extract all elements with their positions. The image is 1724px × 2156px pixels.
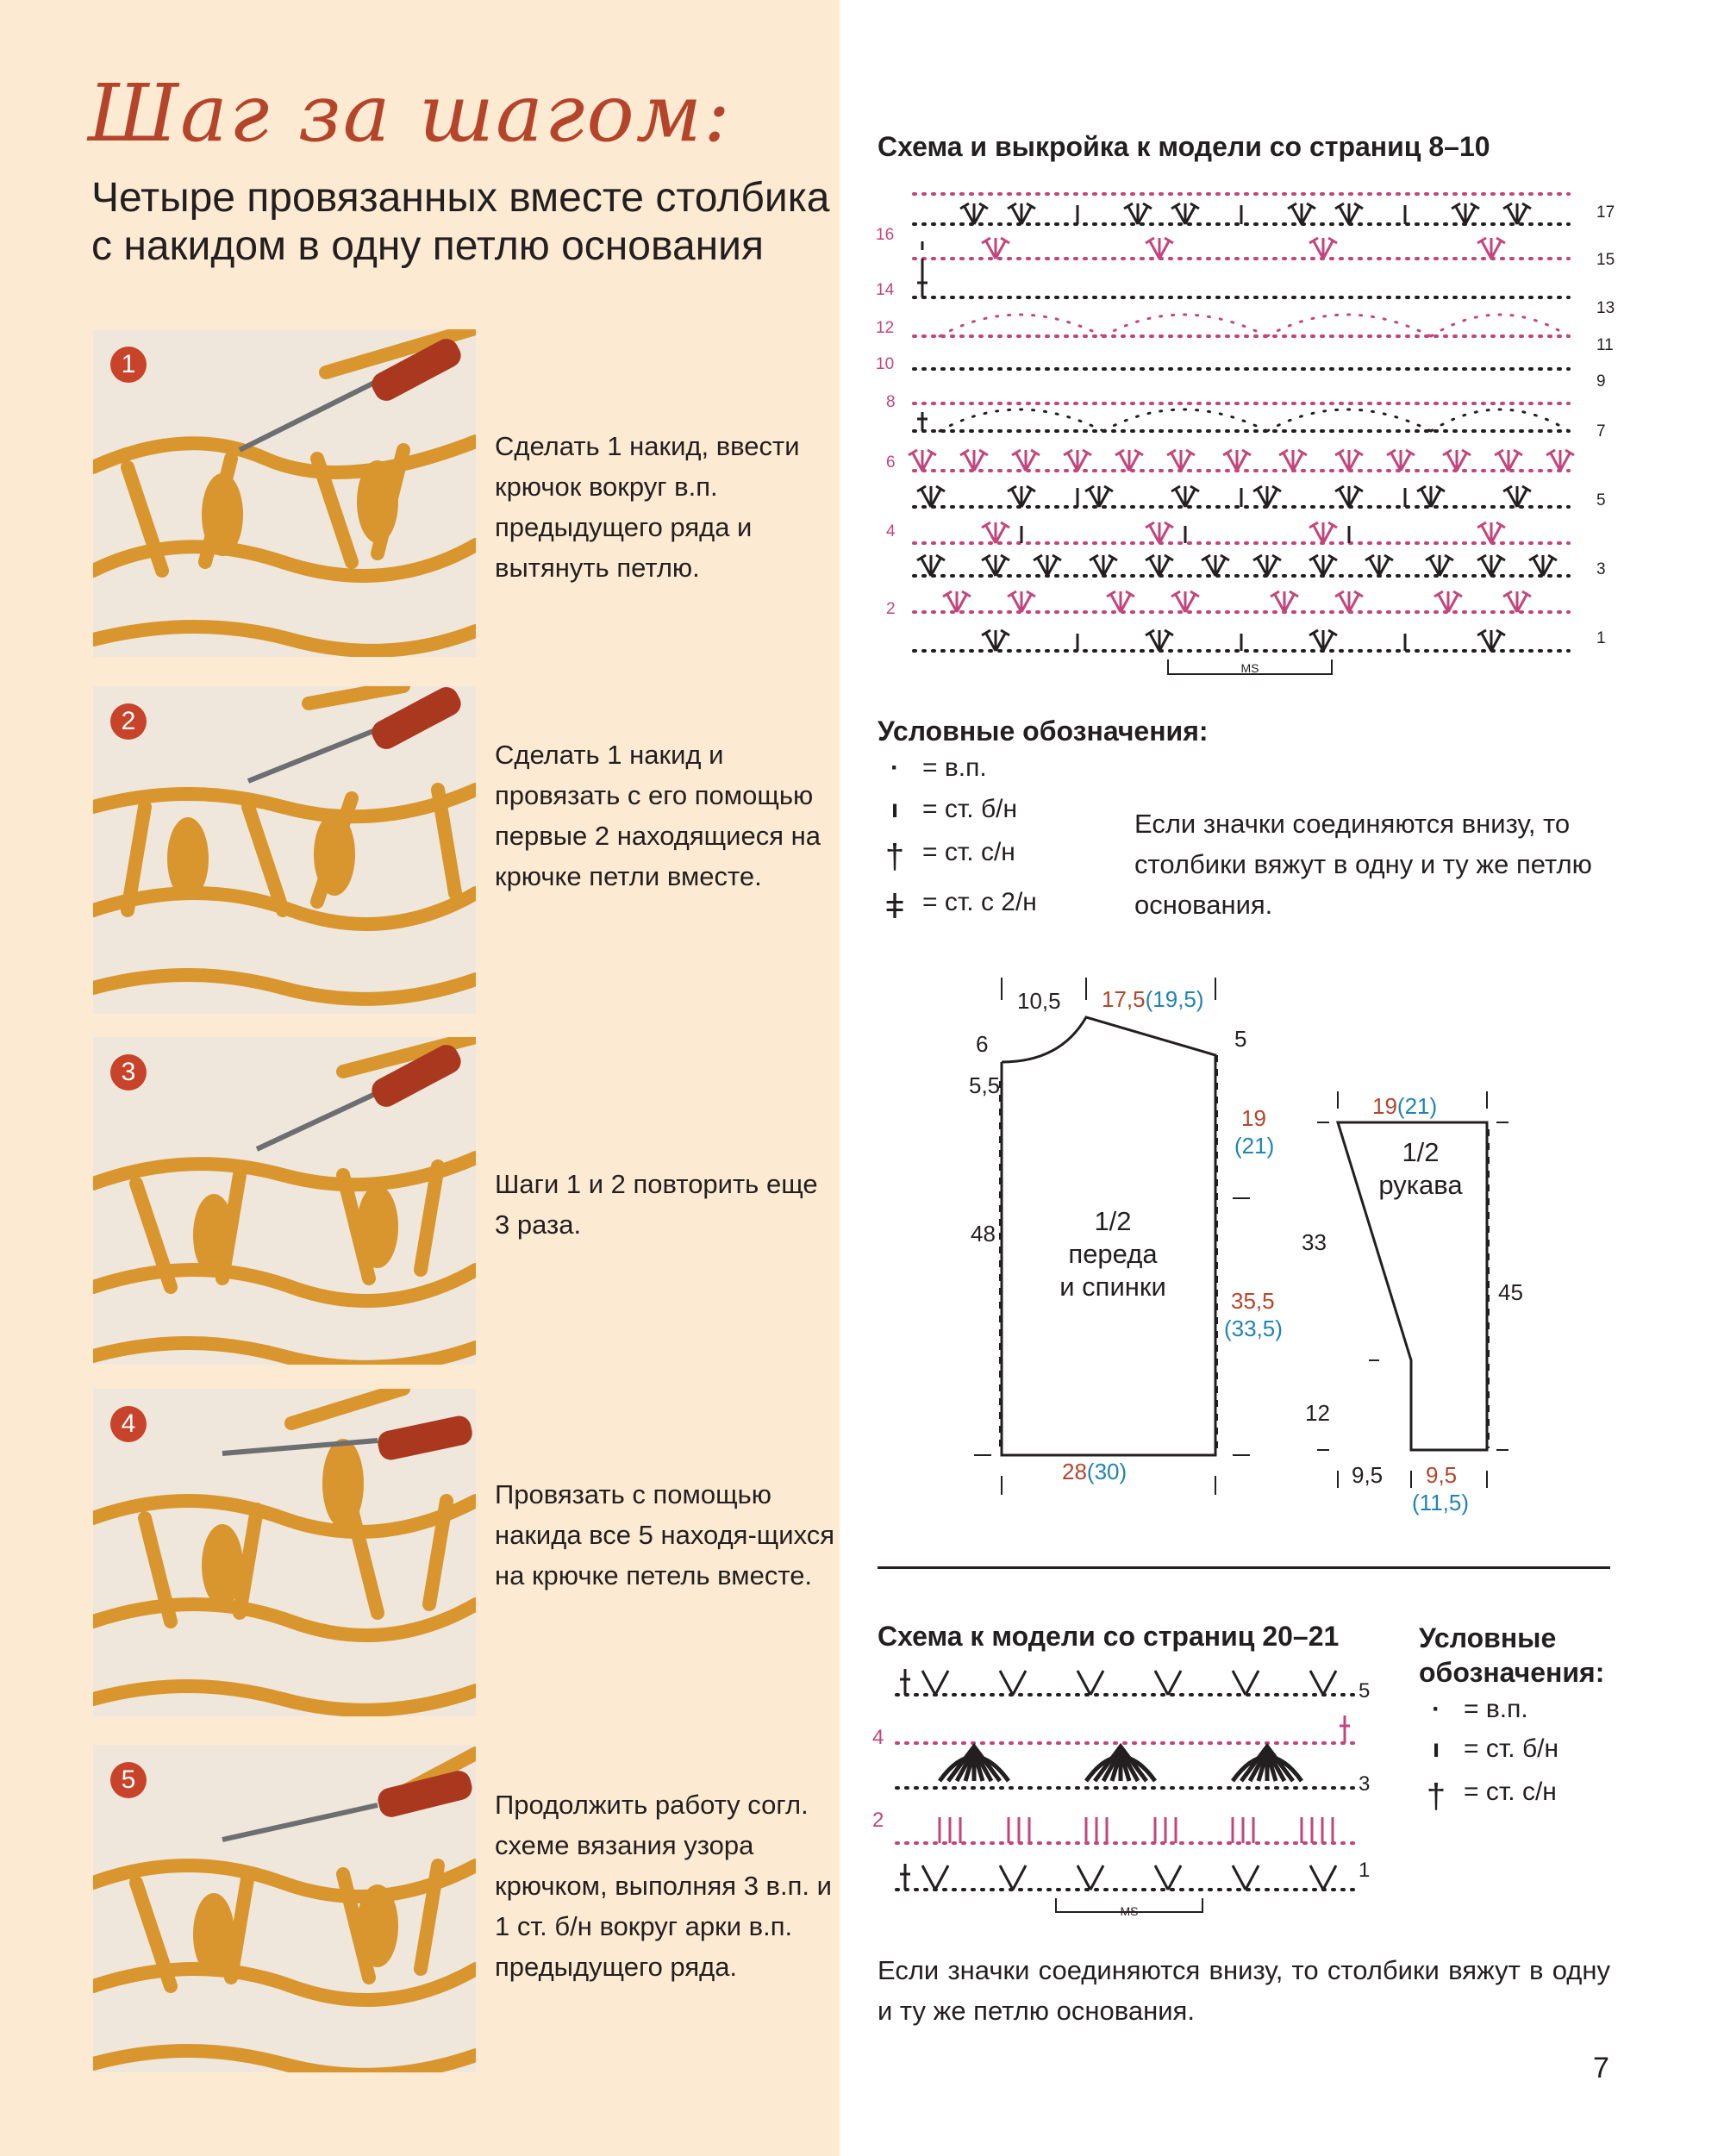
step-photo-5: 5 [93,1745,476,2072]
row-number: 15 [1596,251,1615,269]
dim-sleeve-bottom-left: 9,5 [1352,1462,1384,1488]
crochet-photo-illustration [93,686,476,1006]
chain-icon: · [1432,1695,1440,1723]
row-number: 3 [1359,1772,1371,1796]
row-number: 1 [1359,1859,1371,1882]
row-number: 4 [886,522,896,541]
legend-label: = ст. с/н [1464,1778,1557,1806]
step-number-badge: 5 [110,1762,147,1798]
dim-sleeve-cuff-height: 12 [1305,1400,1330,1426]
dim-armhole: 19 [1241,1105,1266,1131]
step-photo-3: 3 [93,1037,476,1365]
row-number: 8 [886,393,896,411]
dim-bottom: 28(30) [1062,1459,1127,1484]
section-divider [878,1566,1610,1569]
row-number: 4 [872,1726,884,1749]
step-photo-2: 2 [93,686,476,1014]
legend-label: = ст. с/н [922,838,1015,866]
legend-2-heading: Условные обозначения: [1419,1622,1605,1688]
step-number-badge: 1 [110,347,147,383]
dim-neck-width: 10,5 [1017,988,1061,1014]
chain-icon: · [890,753,899,782]
chart-2-repeat-label: MS [1121,1904,1139,1918]
legend-1-heading: Условные обозначения: [878,716,1209,747]
legend-label: = ст. б/н [922,795,1018,823]
stitch-chart-1: MS [907,192,1576,675]
single-crochet-icon: ı [890,795,899,823]
page-number: 7 [1593,2052,1609,2084]
row-number: 9 [1596,372,1606,391]
row-number: 14 [876,281,895,299]
dim-side: 35,5 [1231,1288,1275,1314]
row-number: 5 [1596,491,1606,509]
row-number: 16 [876,226,895,244]
row-number: 12 [876,319,895,337]
dim-side-height: 48 [971,1221,996,1247]
row-number: 11 [1596,336,1614,354]
dim-sleeve-cuff: 9,5 [1426,1462,1458,1488]
treble-crochet-icon: ǂ [884,888,905,926]
dim-sleeve-length: 45 [1498,1279,1523,1305]
step-number-badge: 3 [110,1054,147,1090]
dim-armhole-alt: (21) [1234,1133,1275,1159]
crochet-photo-illustration [93,1389,476,1716]
crochet-photo-illustration [93,329,476,657]
row-number: 2 [886,600,896,618]
legend-label: = в.п. [1464,1695,1528,1723]
dim-sleeve-taper: 33 [1302,1229,1327,1255]
step-text-5: Продолжить работу согл. схеме вязания уз… [495,1790,832,1982]
chart-2-heading: Схема к модели со страниц 20–21 [878,1621,1340,1652]
script-title: Шаг за шагом: [88,67,732,159]
step-photo-4: 4 [93,1389,476,1716]
double-crochet-icon: † [1426,1778,1446,1815]
dim-side-alt: (33,5) [1224,1315,1283,1341]
dim-sleeve-top: 19(21) [1372,1093,1438,1119]
dim-sleeve-cuff-alt: (11,5) [1412,1490,1469,1515]
page-subtitle: Четыре провязанных вместе столбика с нак… [91,175,830,269]
legend-label: = ст. б/н [1464,1734,1559,1763]
row-number: 6 [886,453,896,472]
row-number: 7 [1596,422,1606,441]
chart-1-heading: Схема и выкройка к модели со страниц 8–1… [878,131,1490,162]
crochet-photo-illustration [93,1747,476,2072]
row-number: 5 [1359,1679,1371,1703]
row-number: 10 [876,355,895,373]
chart-1-repeat-label: MS [1241,661,1259,675]
garment-schematic [974,978,1508,1495]
step-text-1: Сделать 1 накид, ввести крючок вокруг в.… [495,431,800,583]
legend-label: = ст. с 2/н [922,888,1037,916]
single-crochet-icon: ı [1432,1734,1440,1763]
step-photo-1: 1 [93,329,476,657]
chart-2-note: Если значки соединяются внизу, то столби… [878,1955,1610,2026]
row-number: 17 [1596,203,1615,222]
dim-neck-depth: 6 [976,1031,989,1057]
dim-shoulder-drop: 5 [1234,1026,1247,1052]
dim-left-shoulder: 5,5 [969,1072,1001,1098]
dim-shoulder: 17,5(19,5) [1102,986,1204,1012]
row-number: 1 [1596,629,1606,647]
step-number-badge: 2 [110,703,147,740]
sleeve-piece-label: 1/2 рукава [1378,1137,1463,1200]
double-crochet-icon: † [884,838,905,876]
crochet-photo-illustration [93,1037,476,1365]
row-number: 13 [1596,299,1615,317]
legend-label: = в.п. [922,753,987,782]
legend-1-note: Если значки соединяются внизу, то столби… [1134,809,1592,920]
stitch-chart-2: MS [895,1669,1355,1918]
step-text-2: Сделать 1 накид и провязать с его помощь… [495,740,821,891]
body-piece-label: 1/2 переда и спинки [1059,1206,1166,1302]
step-text-3: Шаги 1 и 2 повторить еще 3 раза. [495,1169,818,1240]
step-number-badge: 4 [110,1406,147,1442]
row-number: 2 [872,1809,884,1832]
step-text-4: Провязать с помощью накида все 5 находя-… [495,1479,835,1590]
row-number: 3 [1596,560,1606,578]
